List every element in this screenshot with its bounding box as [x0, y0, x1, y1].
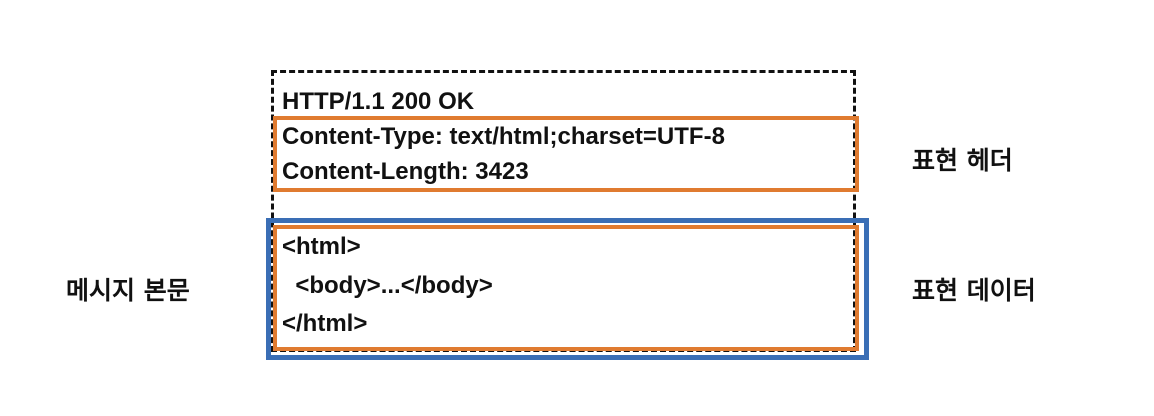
representation-header-box	[273, 116, 859, 192]
message-body-label: 메시지 본문	[66, 276, 190, 305]
representation-data-label: 표현 데이터	[912, 276, 1036, 305]
header-content-type: Content-Type: text/html;charset=UTF-8	[282, 123, 725, 150]
representation-data-box	[273, 225, 859, 351]
message-body-box	[266, 218, 869, 360]
status-line: HTTP/1.1 200 OK	[282, 88, 475, 115]
body-line-body-tag: <body>...</body>	[282, 272, 493, 299]
body-line-html-close: </html>	[282, 310, 368, 337]
header-content-length: Content-Length: 3423	[282, 158, 529, 185]
representation-header-label: 표현 헤더	[912, 146, 1013, 175]
body-line-html-open: <html>	[282, 233, 361, 260]
